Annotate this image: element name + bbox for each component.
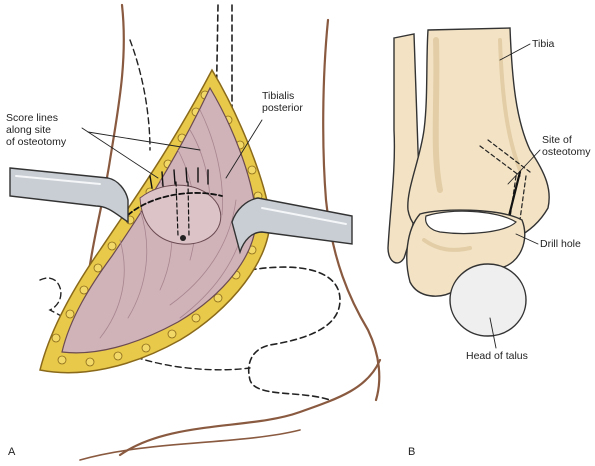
retractor-left-shine [15, 175, 101, 185]
leader-score-1 [81, 127, 159, 179]
sole-outline [79, 429, 301, 461]
drill-guide-dashed [175, 181, 190, 237]
retractor-right [231, 197, 353, 255]
drill-hole-a [180, 235, 186, 241]
label-score-lines: Score lines along site of osteotomy [6, 112, 67, 148]
leg-outline-right [322, 18, 381, 402]
label-head-of-talus: Head of talus [466, 350, 528, 362]
leader-tibia [499, 43, 531, 61]
heel-outline [118, 358, 382, 457]
talus-shading [422, 238, 472, 252]
panel-b-drawing [387, 27, 550, 349]
fibula-dashed [129, 39, 151, 151]
tibia [407, 27, 550, 239]
tibia-shading [432, 37, 443, 193]
talus-dashed [248, 266, 341, 401]
malleolus [139, 184, 222, 245]
score-lines [149, 167, 209, 189]
leader-site [507, 149, 541, 185]
leg-outline-left [83, 3, 125, 302]
panel-label-a: A [8, 446, 16, 458]
panel-a-drawing [9, 3, 382, 461]
label-tibia: Tibia [532, 38, 555, 50]
panel-label-b: B [408, 446, 416, 458]
leader-score-2 [87, 131, 201, 151]
label-drill-hole: Drill hole [540, 238, 581, 250]
label-site-of-osteotomy: Site of osteotomy [542, 134, 591, 158]
leader-tibialis [225, 119, 263, 179]
retractor-left [9, 167, 129, 224]
label-tibialis-posterior: Tibialis posterior [262, 90, 303, 114]
leader-drill [515, 233, 539, 245]
osteotomy-line-b [479, 139, 531, 177]
talus-head [449, 263, 527, 337]
talar-dome [425, 210, 517, 235]
retractor-right-shine [261, 207, 347, 225]
leader-head [489, 317, 497, 349]
osteotomy-dashed [127, 192, 223, 216]
